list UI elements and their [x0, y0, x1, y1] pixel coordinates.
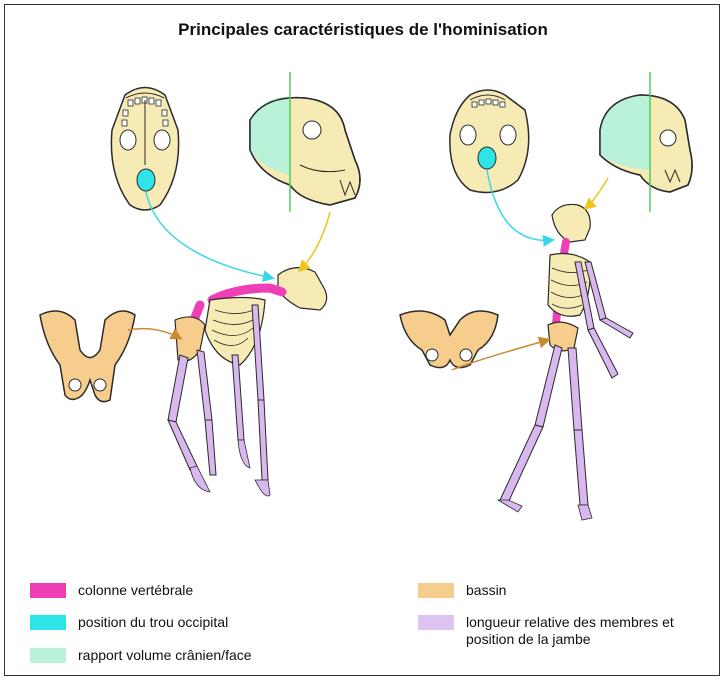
human-skull-bottom-view — [450, 90, 529, 192]
legend-item-cranial-face-ratio: rapport volume crânien/face — [30, 647, 252, 664]
human-skull-side-view — [600, 72, 692, 212]
legend-swatch-occipital — [30, 615, 66, 630]
legend-swatch-limbs — [418, 615, 454, 630]
ape-occipital-arrow — [146, 192, 272, 278]
legend-swatch-cranial-face-ratio — [30, 648, 66, 663]
legend-label-occipital: position du trou occipital — [78, 614, 228, 631]
legend-label-limbs: longueur relative des membres et positio… — [466, 614, 708, 648]
ape-occipital-foramen — [137, 169, 155, 191]
legend-item-pelvis: bassin — [418, 582, 506, 599]
human-face-arrow — [586, 178, 608, 208]
ape-skull-side-view — [250, 72, 360, 212]
human-occipital-foramen — [478, 147, 496, 169]
ape-pelvis-arrow — [128, 329, 180, 338]
legend-item-occipital: position du trou occipital — [30, 614, 228, 631]
ape-face-arrow — [300, 212, 330, 270]
legend-label-spine: colonne vertébrale — [78, 582, 193, 599]
legend-label-cranial-face-ratio: rapport volume crânien/face — [78, 647, 252, 664]
legend-swatch-spine — [30, 583, 66, 598]
legend-item-limbs: longueur relative des membres et positio… — [418, 614, 708, 648]
legend-swatch-pelvis — [418, 583, 454, 598]
legend-item-spine: colonne vertébrale — [30, 582, 193, 599]
hominisation-diagram — [0, 0, 726, 560]
ape-skeleton — [168, 268, 327, 496]
human-skeleton — [498, 204, 633, 520]
ape-pelvis — [40, 311, 135, 402]
ape-skull-bottom-view — [111, 88, 178, 211]
legend-label-pelvis: bassin — [466, 582, 506, 599]
